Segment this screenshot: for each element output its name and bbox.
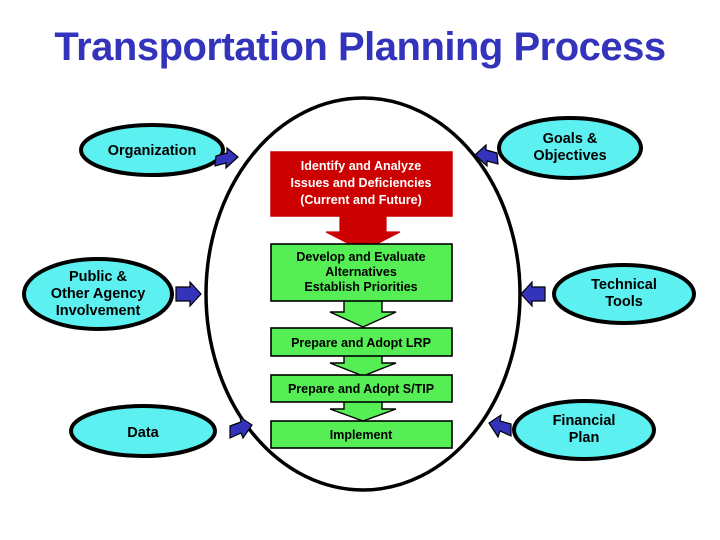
- prepare-adopt-lrp-label: Prepare and Adopt LRP: [291, 336, 431, 350]
- right-arrow-icon: [175, 280, 202, 308]
- public-involvement-label-line1: Public &: [69, 269, 128, 285]
- arrow-right-organization: [214, 146, 239, 170]
- right-arrow-icon: [214, 146, 239, 170]
- arrow-right-public-involvement: [175, 280, 202, 308]
- flow-arrow-identify-to-develop: [325, 214, 401, 252]
- organization-ellipse-shape: [79, 123, 225, 177]
- process-step-identify-analyze[interactable]: Identify and Analyze Issues and Deficien…: [270, 151, 453, 217]
- identify-analyze-box-shape: [270, 151, 453, 217]
- goals-objectives-ellipse-shape: [497, 116, 643, 180]
- input-node-public-involvement[interactable]: Public & Other Agency Involvement: [22, 257, 174, 331]
- develop-evaluate-line1: Develop and Evaluate: [296, 250, 425, 264]
- goals-objectives-label-line2: Objectives: [533, 148, 606, 164]
- process-container-ellipse: [204, 96, 522, 492]
- public-involvement-label-line3: Involvement: [56, 303, 141, 319]
- identify-analyze-line3: (Current and Future): [300, 193, 422, 207]
- prepare-adopt-stip-box-shape: [270, 374, 453, 403]
- process-step-prepare-adopt-lrp[interactable]: Prepare and Adopt LRP: [270, 327, 453, 357]
- process-step-implement[interactable]: Implement: [270, 420, 453, 449]
- technical-tools-label-line1: Technical: [591, 277, 657, 293]
- financial-plan-label-line1: Financial: [553, 413, 616, 429]
- flow-arrow-stip-to-implement: [329, 400, 397, 422]
- input-node-technical-tools[interactable]: Technical Tools: [552, 263, 696, 325]
- arrow-left-goals-objectives: [474, 143, 499, 168]
- left-arrow-icon: [488, 413, 512, 439]
- technical-tools-ellipse-shape: [552, 263, 696, 325]
- identify-analyze-line1: Identify and Analyze: [301, 159, 421, 173]
- process-step-develop-evaluate[interactable]: Develop and Evaluate Alternatives Establ…: [270, 243, 453, 302]
- public-involvement-label-line2: Other Agency: [51, 286, 146, 302]
- implement-box-shape: [270, 420, 453, 449]
- financial-plan-ellipse-shape: [512, 399, 656, 461]
- arrow-left-financial-plan: [488, 413, 512, 439]
- technical-tools-label-line2: Tools: [605, 294, 643, 310]
- financial-plan-label-line2: Plan: [569, 430, 600, 446]
- flow-arrow-lrp-to-stip: [329, 354, 397, 377]
- develop-evaluate-line2: Alternatives: [325, 265, 397, 279]
- page-title: Transportation Planning Process: [54, 25, 665, 69]
- input-node-organization[interactable]: Organization: [79, 123, 225, 177]
- organization-label: Organization: [108, 143, 197, 159]
- public-involvement-ellipse-shape: [22, 257, 174, 331]
- prepare-adopt-lrp-box-shape: [270, 327, 453, 357]
- flow-arrow-develop-to-lrp: [329, 299, 397, 328]
- develop-evaluate-box-shape: [270, 243, 453, 302]
- goals-objectives-label-line1: Goals &: [543, 131, 598, 147]
- input-node-goals-objectives[interactable]: Goals & Objectives: [497, 116, 643, 180]
- process-step-prepare-adopt-stip[interactable]: Prepare and Adopt S/TIP: [270, 374, 453, 403]
- left-arrow-icon: [520, 280, 546, 308]
- right-arrow-icon: [229, 415, 253, 440]
- identify-analyze-line2: Issues and Deficiencies: [290, 176, 431, 190]
- implement-label: Implement: [330, 428, 393, 442]
- input-node-financial-plan[interactable]: Financial Plan: [512, 399, 656, 461]
- data-ellipse-shape: [69, 404, 217, 458]
- prepare-adopt-stip-label: Prepare and Adopt S/TIP: [288, 382, 434, 396]
- data-label: Data: [127, 425, 159, 441]
- develop-evaluate-line3: Establish Priorities: [304, 280, 417, 294]
- left-arrow-icon: [474, 143, 499, 168]
- input-node-data[interactable]: Data: [69, 404, 217, 458]
- arrow-right-data: [229, 415, 253, 440]
- arrow-left-technical-tools: [520, 280, 546, 308]
